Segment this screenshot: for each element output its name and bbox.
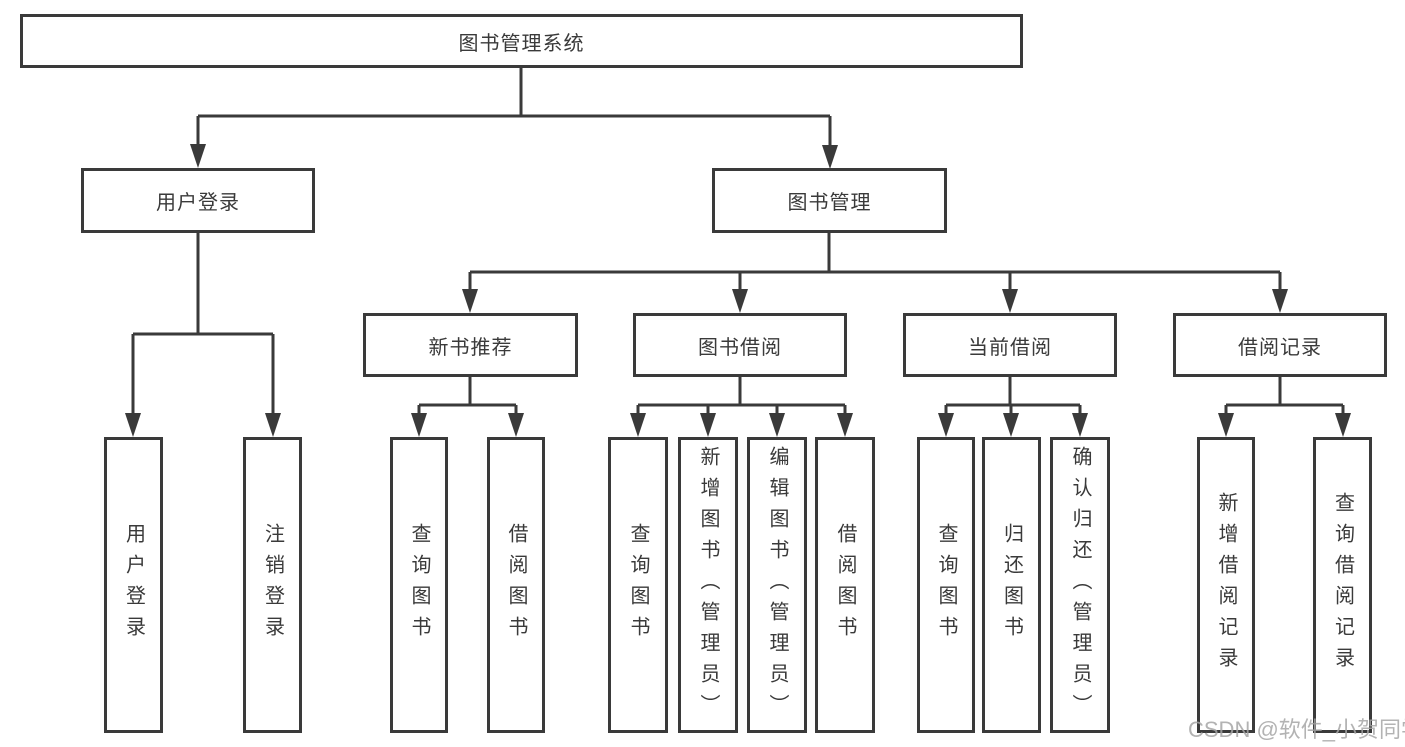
node-current-borrowing: 当前借阅	[903, 313, 1117, 377]
connector-arrowheads	[125, 144, 1351, 437]
leaf-confirm-return-admin: 确认归还（管理员）	[1050, 437, 1110, 733]
node-borrowing-records: 借阅记录	[1173, 313, 1387, 377]
node-book-management: 图书管理	[712, 168, 947, 233]
leaf-query-books-borrowing: 查询图书	[608, 437, 668, 733]
node-user-login: 用户登录	[81, 168, 315, 233]
leaf-edit-books-admin: 编辑图书（管理员）	[747, 437, 807, 733]
leaf-query-books-current: 查询图书	[917, 437, 975, 733]
leaf-query-borrow-record: 查询借阅记录	[1313, 437, 1372, 733]
node-library-management-system: 图书管理系统	[20, 14, 1023, 68]
leaf-logout: 注销登录	[243, 437, 302, 733]
node-book-borrowing: 图书借阅	[633, 313, 847, 377]
node-new-book-recommendation: 新书推荐	[363, 313, 578, 377]
leaf-add-borrow-record: 新增借阅记录	[1197, 437, 1255, 733]
leaf-borrow-books-recommend: 借阅图书	[487, 437, 545, 733]
leaf-borrow-books: 借阅图书	[815, 437, 875, 733]
leaf-query-books-recommend: 查询图书	[390, 437, 448, 733]
leaf-user-login: 用户登录	[104, 437, 163, 733]
leaf-add-books-admin: 新增图书（管理员）	[678, 437, 738, 733]
csdn-watermark: CSDN @软件_小贺同学	[1188, 717, 1405, 742]
connector-lines	[131, 68, 1345, 415]
leaf-return-books: 归还图书	[982, 437, 1041, 733]
